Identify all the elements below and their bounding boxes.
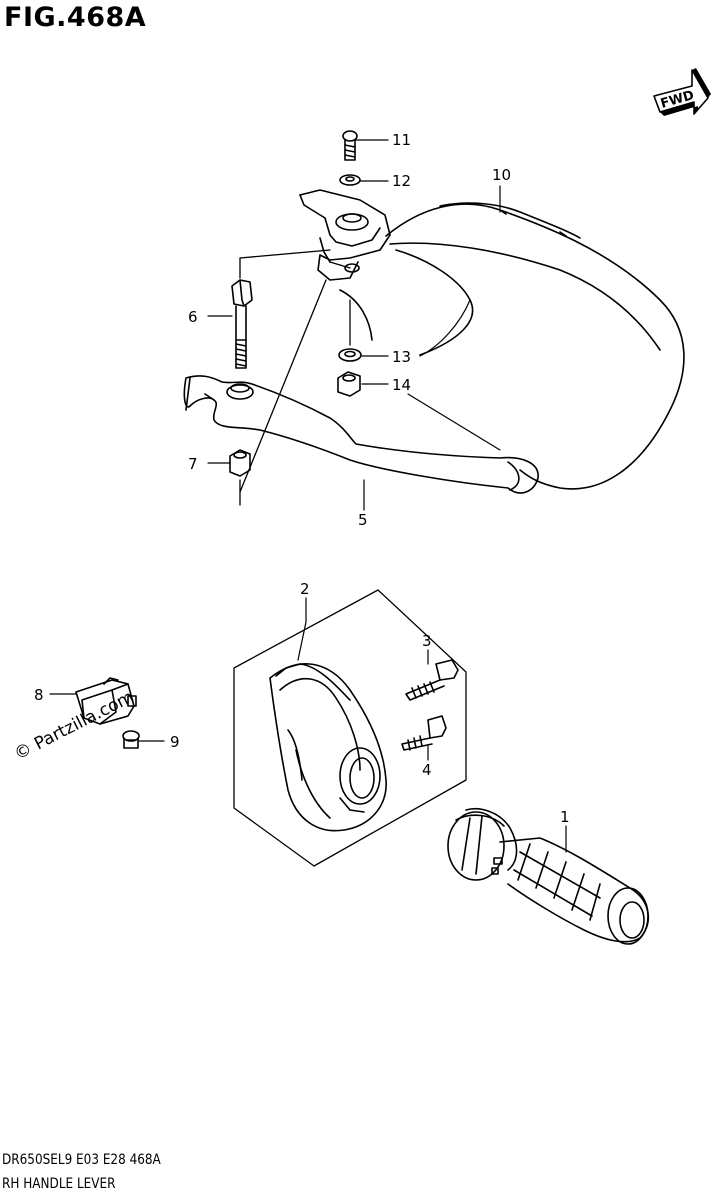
callout-8: 8 xyxy=(34,686,44,704)
footer-name: RH HANDLE LEVER xyxy=(2,1176,116,1192)
lever-bracket xyxy=(299,189,391,281)
callout-4: 4 xyxy=(422,761,432,779)
clutch-lever xyxy=(183,375,539,494)
callout-12: 12 xyxy=(392,172,411,190)
callout-11: 11 xyxy=(392,131,411,149)
hand-guard xyxy=(339,202,685,490)
callout-14: 14 xyxy=(392,376,411,394)
callout-2: 2 xyxy=(300,580,310,598)
switch-8 xyxy=(75,677,137,725)
screw-4 xyxy=(401,715,447,751)
callout-10: 10 xyxy=(492,166,511,184)
callout-5: 5 xyxy=(358,511,368,529)
screw-11 xyxy=(342,130,358,161)
leader-lines xyxy=(49,139,567,853)
pivot-bolt-6 xyxy=(231,279,253,369)
figure-title: FIG.468A xyxy=(4,2,147,33)
callout-3: 3 xyxy=(422,632,432,650)
screw-9 xyxy=(122,730,140,749)
washer-13 xyxy=(338,348,362,362)
nut-7 xyxy=(229,449,251,477)
footer-code: DR650SEL9 E03 E28 468A xyxy=(2,1152,161,1168)
callout-1: 1 xyxy=(560,808,570,826)
callout-9: 9 xyxy=(170,733,180,751)
callout-6: 6 xyxy=(188,308,198,326)
callout-7: 7 xyxy=(188,455,198,473)
nut-14 xyxy=(337,371,361,397)
washer-12 xyxy=(339,174,361,186)
throttle-housing-assembly xyxy=(233,589,467,867)
callout-13: 13 xyxy=(392,348,411,366)
watermark: © Partzilla.com xyxy=(11,687,137,764)
alignment-lines xyxy=(239,249,351,506)
throttle-grip xyxy=(447,808,649,945)
screw-3 xyxy=(405,659,459,701)
fwd-arrow-icon: FWD xyxy=(653,68,711,116)
